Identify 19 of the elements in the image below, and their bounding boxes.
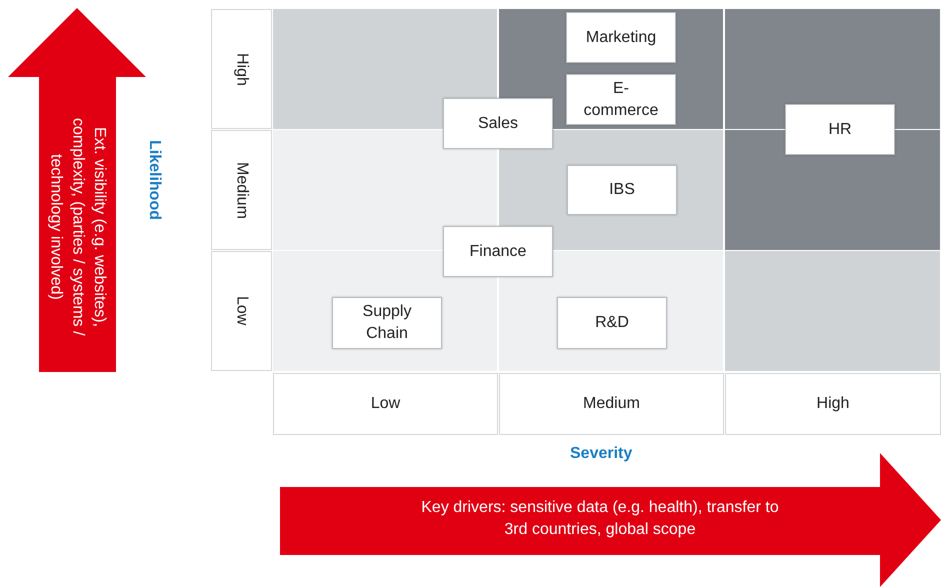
axis-level-label: Medium [583,395,640,413]
arrow-text: Ext. visibility (e.g. websites), complexity, (parties / systems / technology involved) [46,117,109,338]
business-unit-box: HR [785,104,895,155]
business-unit-box: IBS [567,165,677,215]
axis-level-label: High [816,395,850,413]
business-unit-box: Finance [443,226,553,277]
axis-level-label: High [232,52,250,86]
axis-level-label: Medium [232,162,250,218]
business-unit-box: R&D [557,297,667,349]
axis-title: Likelihood [145,140,163,220]
axis-level-label: Low [232,296,250,326]
business-unit-box: Sales [443,98,553,149]
business-unit-box: Supply Chain [332,297,442,349]
axis-title: Severity [570,445,632,463]
arrow-text: Key drivers: sensitive data (e.g. health), transfer to 3rd countries, global scope [420,498,780,540]
business-unit-box: E-commerce [566,74,676,125]
axis-level-label: Low [370,395,400,413]
business-unit-box: Marketing [566,12,676,63]
arrow-banner [8,8,146,372]
